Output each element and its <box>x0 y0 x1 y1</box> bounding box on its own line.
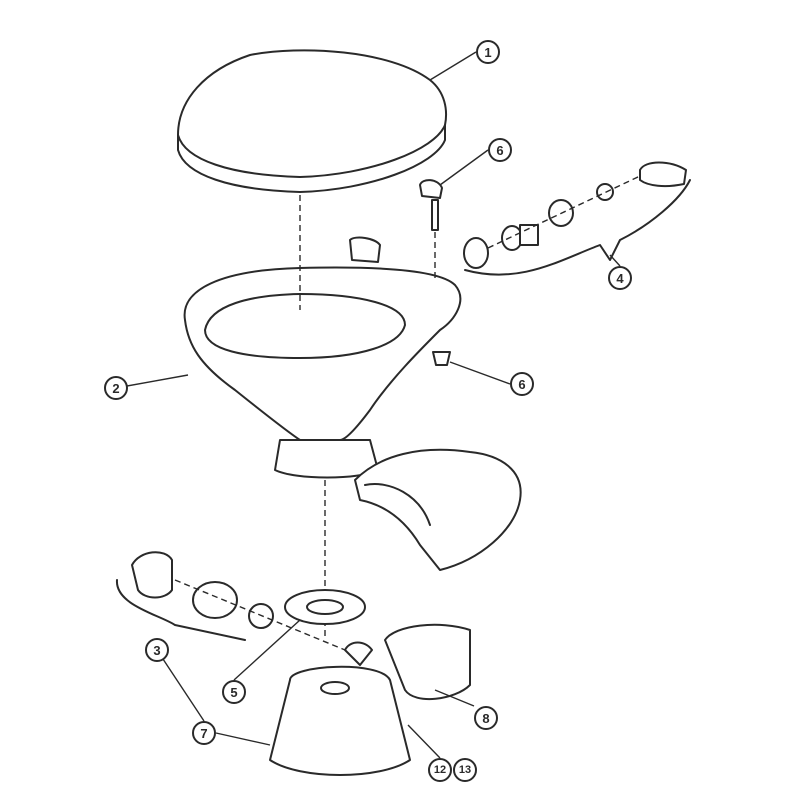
callout-2: 2 <box>104 376 128 400</box>
bolt-part <box>419 179 443 280</box>
callout-12: 12 <box>428 758 452 782</box>
gasket-part <box>284 589 366 625</box>
callout-4: 4 <box>608 266 632 290</box>
callout-3: 3 <box>145 638 169 662</box>
pump-base-part <box>269 623 471 776</box>
callout-6-upper: 6 <box>488 138 512 162</box>
bolt-cap-part <box>432 351 451 366</box>
intake-kit-part <box>115 551 346 651</box>
callout-8: 8 <box>474 706 498 730</box>
callout-1: 1 <box>476 40 500 64</box>
callout-7: 7 <box>192 721 216 745</box>
discharge-kit-part <box>463 161 691 276</box>
bowl-part <box>183 236 462 479</box>
discharge-housing-part <box>354 448 522 571</box>
callout-6-lower: 6 <box>510 372 534 396</box>
callout-5: 5 <box>222 680 246 704</box>
seat-lid-part <box>177 49 448 193</box>
leader-lines <box>115 51 621 759</box>
callout-13: 13 <box>453 758 477 782</box>
